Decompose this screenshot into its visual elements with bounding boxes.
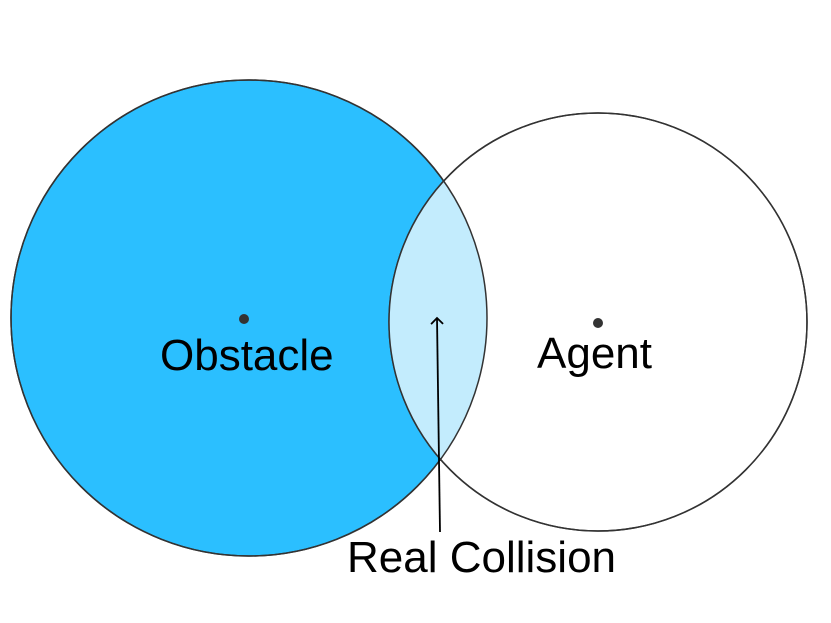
agent-outline (388, 112, 808, 532)
obstacle-outline (10, 79, 488, 557)
obstacle-label: Obstacle (160, 331, 334, 380)
obstacle-center-dot (239, 314, 249, 324)
agent-center-dot (593, 318, 603, 328)
collision-arrow (430, 316, 444, 533)
agent-label: Agent (537, 329, 652, 378)
collision-label: Real Collision (347, 533, 616, 582)
